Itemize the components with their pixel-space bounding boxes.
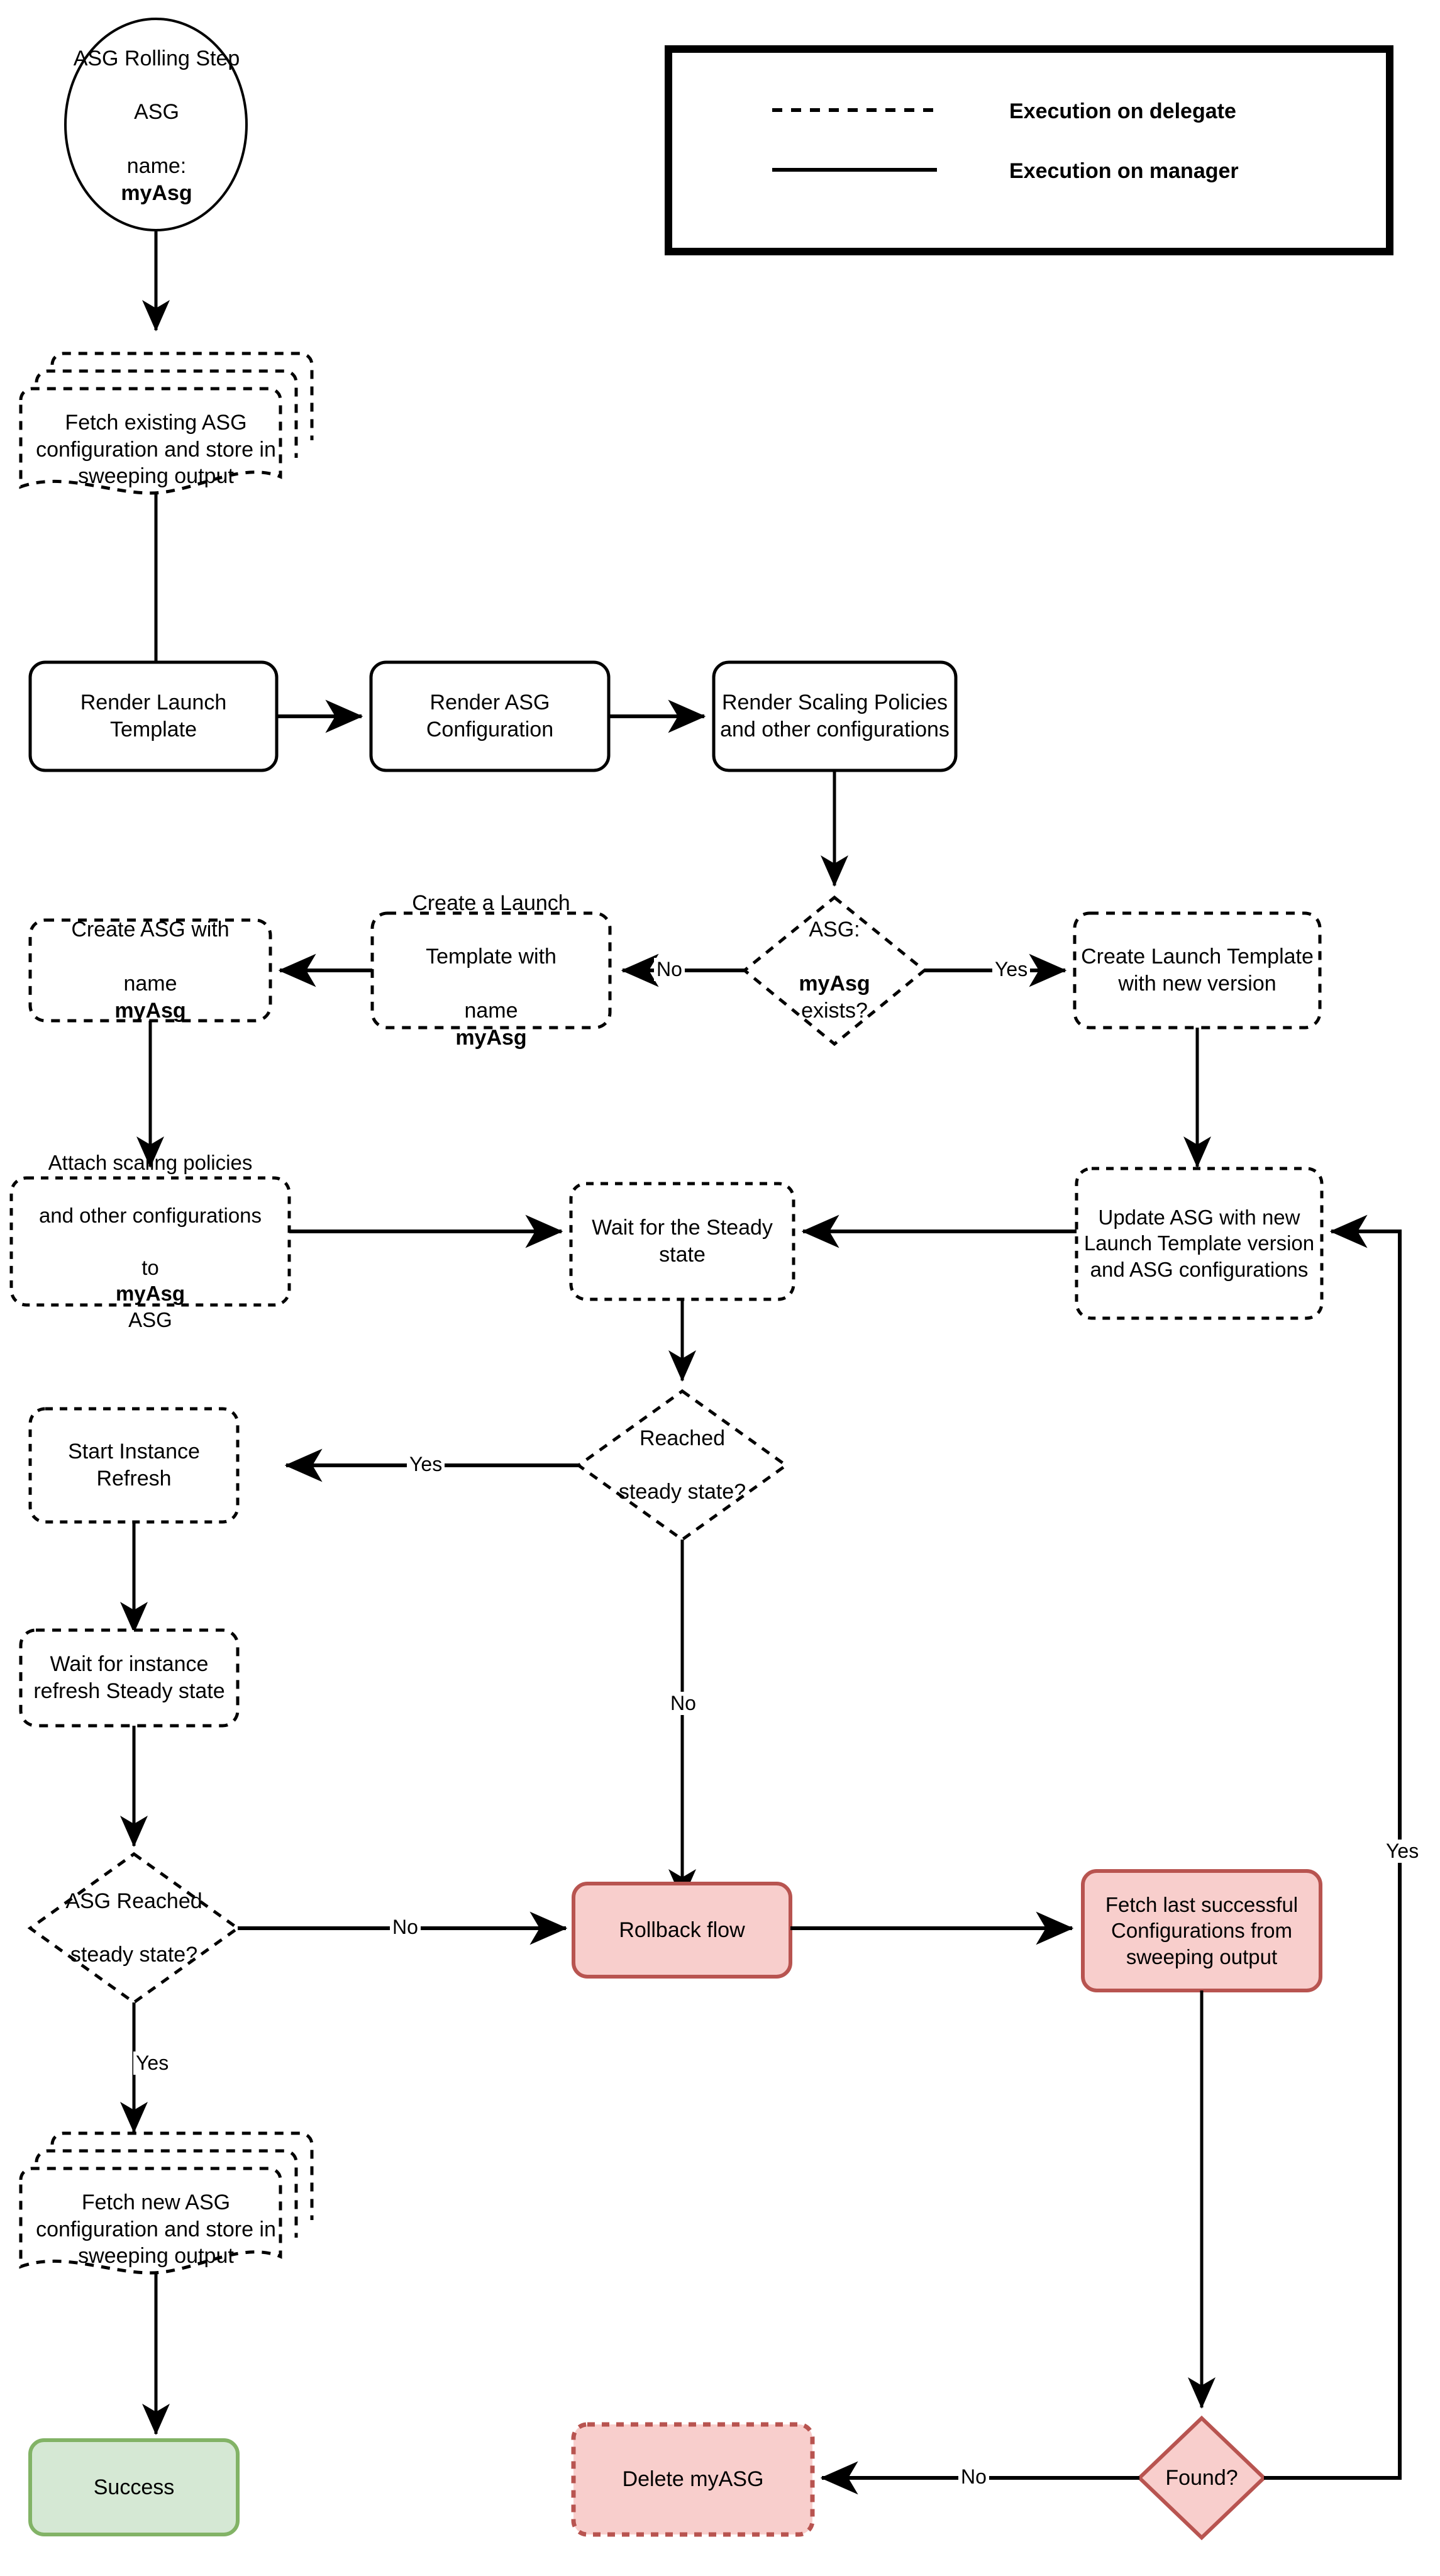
- delete-myasg-shape: [571, 2422, 815, 2537]
- edge-label-asgreached-yes: Yes: [133, 2051, 172, 2075]
- edge-found-yes: [1264, 1214, 1402, 2480]
- create-launch-template-version-shape: [1073, 911, 1322, 1030]
- fetch-new-asg-shape: [19, 2131, 314, 2275]
- edge-label-found-yes: Yes: [1383, 1840, 1422, 1863]
- attach-scaling-shape: [9, 1176, 291, 1307]
- create-asg-name-shape: [28, 918, 272, 1023]
- reached-steady-decision-shape: [575, 1389, 789, 1542]
- edge-label-reached-yes: Yes: [407, 1453, 445, 1476]
- create-launch-template-name-shape: [370, 911, 612, 1030]
- edge-label-exists-no: No: [654, 958, 685, 981]
- edge-label-found-no: No: [958, 2465, 989, 2489]
- render-launch-template-shape: [28, 660, 279, 772]
- render-asg-config-shape: [369, 660, 611, 772]
- start-instance-refresh-shape: [28, 1407, 240, 1524]
- edge-label-exists-yes: Yes: [992, 958, 1031, 981]
- rollback-flow-shape: [572, 1882, 792, 1979]
- success-shape: [28, 2438, 240, 2536]
- legend-box: [665, 45, 1393, 255]
- render-scaling-shape: [712, 660, 958, 772]
- asg-reached-steady-decision-shape: [27, 1852, 241, 2005]
- edge-label-reached-no: No: [668, 1692, 699, 1715]
- fetch-existing-shape: [19, 352, 314, 495]
- fetch-last-successful-shape: [1081, 1869, 1322, 1992]
- legend-label-manager: Execution on manager: [1009, 159, 1239, 183]
- found-decision-shape: [1136, 2415, 1267, 2541]
- update-asg-shape: [1075, 1167, 1324, 1320]
- wait-instance-refresh-shape: [19, 1628, 240, 1728]
- asg-exists-decision-shape: [742, 895, 927, 1046]
- wait-steady-shape: [569, 1182, 795, 1301]
- edge-label-asgreached-no: No: [390, 1916, 421, 1939]
- legend-label-delegate: Execution on delegate: [1009, 99, 1236, 123]
- start-node-shape: [64, 18, 248, 231]
